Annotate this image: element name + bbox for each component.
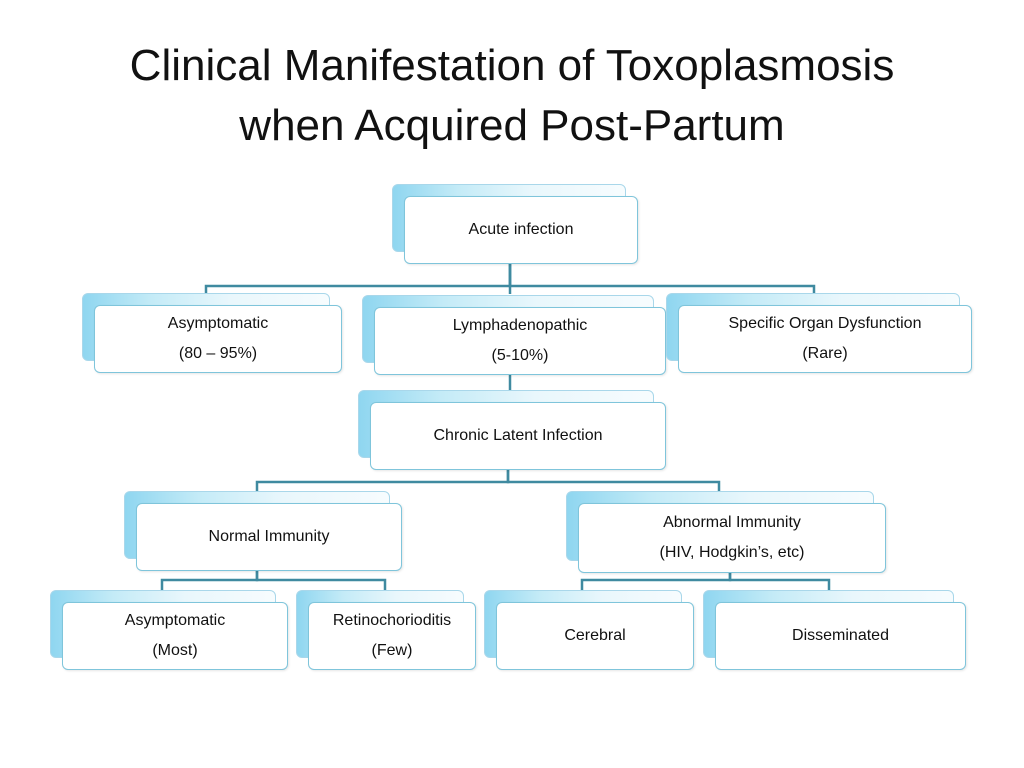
node-label: Retinochorioditis <box>332 612 452 629</box>
title-line-2: when Acquired Post-Partum <box>239 101 785 150</box>
title-line-1: Clinical Manifestation of Toxoplasmosis <box>129 41 895 90</box>
node-specific-organ-dysfunction: Specific Organ Dysfunction (Rare) <box>666 293 972 373</box>
connector-normal-asymptomatic <box>160 570 259 591</box>
node-sublabel: (Few) <box>371 642 413 659</box>
connector-abnormal-cerebral <box>580 572 732 591</box>
node-retinochorioditis: Retinochorioditis (Few) <box>296 590 476 670</box>
node-label: Chronic Latent Infection <box>433 427 603 444</box>
node-label: Normal Immunity <box>208 528 330 545</box>
node-label: Cerebral <box>564 627 626 644</box>
node-cerebral: Cerebral <box>484 590 694 670</box>
node-sublabel: (HIV, Hodgkin’s, etc) <box>659 544 805 561</box>
node-acute-infection: Acute infection <box>392 184 638 264</box>
node-label: Asymptomatic <box>167 315 269 332</box>
node-asymptomatic-most: Asymptomatic (Most) <box>50 590 288 670</box>
connector-acute-organ <box>508 252 816 294</box>
node-label: Abnormal Immunity <box>663 514 801 531</box>
node-label: Disseminated <box>792 627 889 644</box>
node-sublabel: (5-10%) <box>491 347 549 364</box>
node-abnormal-immunity: Abnormal Immunity (HIV, Hodgkin’s, etc) <box>566 491 886 573</box>
connector-normal-retino <box>255 570 387 591</box>
node-lymphadenopathic: Lymphadenopathic (5-10%) <box>362 295 666 375</box>
node-disseminated: Disseminated <box>703 590 966 670</box>
node-label: Asymptomatic <box>124 612 226 629</box>
node-sublabel: (80 – 95%) <box>178 345 258 362</box>
node-asymptomatic-80-95: Asymptomatic (80 – 95%) <box>82 293 342 373</box>
node-label: Lymphadenopathic <box>452 317 588 334</box>
connector-chronic-abnormal <box>506 458 721 492</box>
page-title: Clinical Manifestation of Toxoplasmosis … <box>0 36 1024 156</box>
connector-abnormal-disseminated <box>728 572 831 591</box>
node-sublabel: (Most) <box>152 642 198 659</box>
node-sublabel: (Rare) <box>802 345 848 362</box>
node-label: Specific Organ Dysfunction <box>728 315 922 332</box>
node-chronic-latent-infection: Chronic Latent Infection <box>358 390 666 470</box>
node-label: Acute infection <box>468 221 574 238</box>
node-normal-immunity: Normal Immunity <box>124 491 402 571</box>
